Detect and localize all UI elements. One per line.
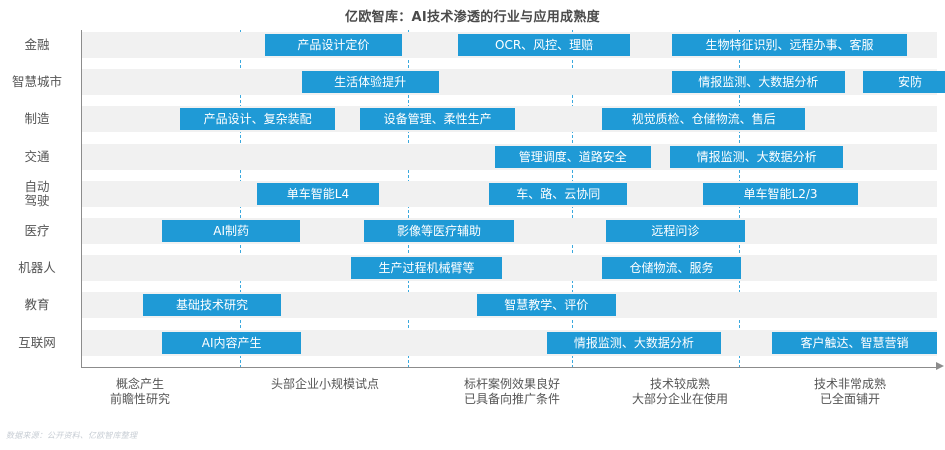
maturity-bar[interactable]: 生活体验提升 bbox=[301, 71, 439, 94]
stage-caption-line: 大部分企业在使用 bbox=[631, 392, 728, 406]
stage-caption-line: 已具备向推广条件 bbox=[463, 392, 560, 406]
maturity-bar[interactable]: 单车智能L2/3 bbox=[702, 182, 859, 205]
row-label-line: 自动 bbox=[24, 178, 50, 194]
maturity-bar[interactable]: AI内容产生 bbox=[162, 331, 301, 354]
maturity-bar[interactable]: 影像等医疗辅助 bbox=[364, 220, 514, 242]
row-label-4: 交通 bbox=[0, 148, 74, 164]
stage-caption-line: 头部企业小规模试点 bbox=[270, 377, 379, 391]
maturity-bar[interactable]: 情报监测、大数据分析 bbox=[670, 145, 843, 168]
row-label-2: 智慧城市 bbox=[0, 75, 74, 89]
row-label-line: 智慧城市 bbox=[11, 74, 62, 90]
maturity-bar[interactable]: 安防 bbox=[862, 71, 945, 94]
maturity-bar[interactable]: OCR、风控、理赔 bbox=[458, 34, 631, 56]
stage-caption-2: 头部企业小规模试点 bbox=[245, 377, 405, 392]
stage-caption-line: 技术较成熟 bbox=[649, 377, 710, 391]
row-label-line: 教育 bbox=[24, 297, 50, 313]
row-label-line: 驾驶 bbox=[24, 192, 50, 208]
y-axis-line bbox=[81, 30, 82, 368]
stage-caption-line: 已全面铺开 bbox=[819, 392, 880, 406]
stage-caption-line: 概念产生 bbox=[115, 377, 164, 391]
maturity-bar[interactable]: 生物特征识别、远程办事、客服 bbox=[671, 34, 908, 56]
stage-caption-4: 技术较成熟大部分企业在使用 bbox=[600, 377, 760, 407]
maturity-bar[interactable]: 设备管理、柔性生产 bbox=[359, 108, 516, 131]
source-note: 数据来源：公开资料、亿欧智库整理 bbox=[6, 431, 138, 440]
maturity-bar[interactable]: 基础技术研究 bbox=[142, 294, 282, 317]
stage-caption-line: 前瞻性研究 bbox=[109, 392, 170, 406]
maturity-bar[interactable]: 情报监测、大数据分析 bbox=[671, 71, 845, 94]
row-label-line: 互联网 bbox=[18, 334, 56, 350]
maturity-bar[interactable]: AI制药 bbox=[162, 220, 300, 242]
row-label-line: 制造 bbox=[24, 111, 50, 127]
maturity-bar[interactable]: 智慧教学、评价 bbox=[477, 294, 616, 317]
row-label-6: 医疗 bbox=[0, 224, 74, 238]
stage-caption-3: 标杆案例效果良好已具备向推广条件 bbox=[432, 377, 592, 407]
row-label-line: 金融 bbox=[24, 37, 50, 52]
maturity-bar[interactable]: 单车智能L4 bbox=[257, 182, 379, 205]
maturity-bar[interactable]: 生产过程机械臂等 bbox=[351, 257, 502, 280]
stage-caption-line: 标杆案例效果良好 bbox=[463, 377, 560, 391]
row-label-line: 机器人 bbox=[18, 260, 56, 276]
maturity-bar[interactable]: 管理调度、道路安全 bbox=[494, 145, 651, 168]
stage-caption-1: 概念产生前瞻性研究 bbox=[60, 377, 220, 407]
maturity-bar[interactable]: 仓储物流、服务 bbox=[601, 257, 742, 280]
row-label-9: 互联网 bbox=[0, 334, 74, 350]
row-label-5: 自动驾驶 bbox=[0, 178, 74, 208]
row-label-8: 教育 bbox=[0, 298, 74, 312]
maturity-bar[interactable]: 远程问诊 bbox=[606, 220, 745, 242]
stage-caption-line: 技术非常成熟 bbox=[813, 377, 886, 391]
row-label-line: 交通 bbox=[24, 148, 50, 164]
maturity-bar[interactable]: 产品设计定价 bbox=[264, 34, 402, 56]
maturity-bar[interactable]: 视觉质检、仓储物流、售后 bbox=[601, 108, 806, 131]
row-label-3: 制造 bbox=[0, 112, 74, 126]
row-label-line: 医疗 bbox=[24, 223, 50, 238]
maturity-bar[interactable]: 客户触达、智慧营销 bbox=[771, 331, 937, 354]
maturity-bar[interactable]: 情报监测、大数据分析 bbox=[547, 331, 721, 354]
x-axis-line bbox=[81, 367, 937, 368]
x-axis-arrow-icon bbox=[936, 362, 944, 370]
chart-plot-wrapper: 金融智慧城市制造交通自动驾驶医疗机器人教育互联网 产品设计定价 OCR、风控、理赔… bbox=[0, 30, 945, 370]
row-label-1: 金融 bbox=[0, 38, 74, 52]
stage-caption-5: 技术非常成熟已全面铺开 bbox=[770, 377, 930, 407]
maturity-bar[interactable]: 产品设计、复杂装配 bbox=[180, 108, 336, 131]
maturity-bar[interactable]: 车、路、云协同 bbox=[488, 182, 628, 205]
row-label-7: 机器人 bbox=[0, 261, 74, 275]
row-band bbox=[82, 255, 937, 282]
page-title: 亿欧智库：AI技术渗透的行业与应用成熟度 bbox=[345, 10, 600, 25]
